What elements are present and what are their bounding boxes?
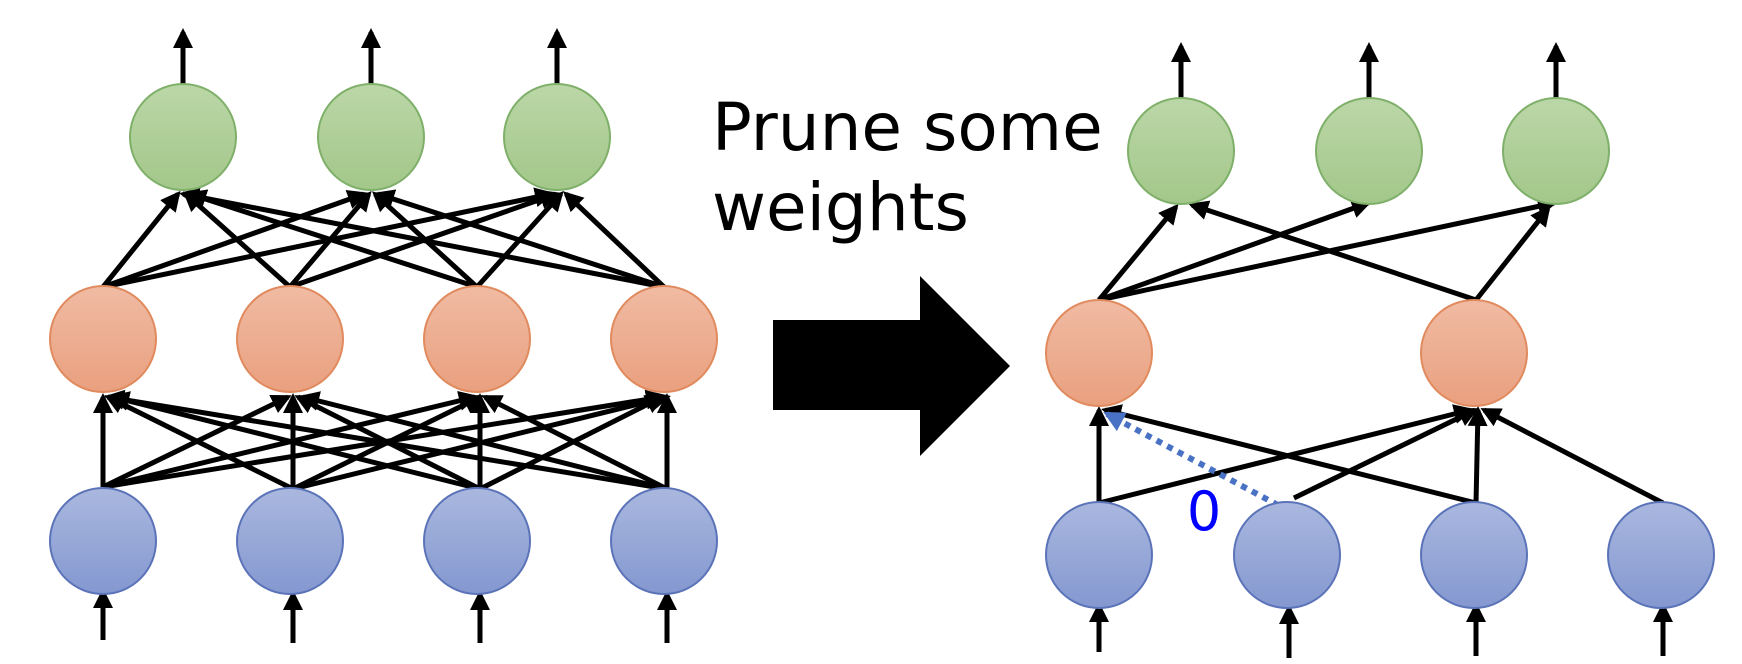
right-arrow-icon <box>773 276 1010 456</box>
pruned-network: 0 <box>1045 42 1715 658</box>
output-neuron <box>1502 97 1610 205</box>
hidden-neuron <box>1045 299 1153 407</box>
input-neuron <box>236 487 344 595</box>
pruned-weight-edge <box>1103 411 1291 514</box>
pruned-network-hidden-to-output-edges <box>1097 196 1558 303</box>
pruned-weight-label: 0 <box>1187 480 1221 543</box>
hidden-neuron <box>49 285 157 393</box>
output-neuron <box>1127 97 1235 205</box>
input-neuron <box>1420 501 1528 609</box>
pruned-network-input-to-hidden-edges <box>1089 404 1665 506</box>
input-neuron <box>1233 501 1341 609</box>
pruned-network-output-arrows <box>1171 42 1566 98</box>
input-neuron <box>49 487 157 595</box>
input-neuron <box>610 487 718 595</box>
full-network-output-arrows <box>173 28 567 84</box>
hidden-neuron <box>1420 299 1528 407</box>
full-network-input-arrows <box>93 588 677 643</box>
pruned-network-input-arrows <box>1089 602 1673 658</box>
hidden-neuron <box>610 285 718 393</box>
full-network-hidden-to-output-edges <box>101 187 666 290</box>
hidden-neuron <box>423 285 531 393</box>
output-neuron <box>503 83 611 191</box>
prune-caption: Prune some weights <box>712 89 1103 246</box>
input-neuron <box>423 487 531 595</box>
full-network-input-to-hidden-edges <box>93 389 677 492</box>
output-neuron <box>129 83 237 191</box>
hidden-neuron <box>236 285 344 393</box>
output-neuron <box>317 83 425 191</box>
full-network <box>49 28 718 643</box>
input-neuron <box>1045 501 1153 609</box>
output-neuron <box>1315 97 1423 205</box>
input-neuron <box>1607 501 1715 609</box>
